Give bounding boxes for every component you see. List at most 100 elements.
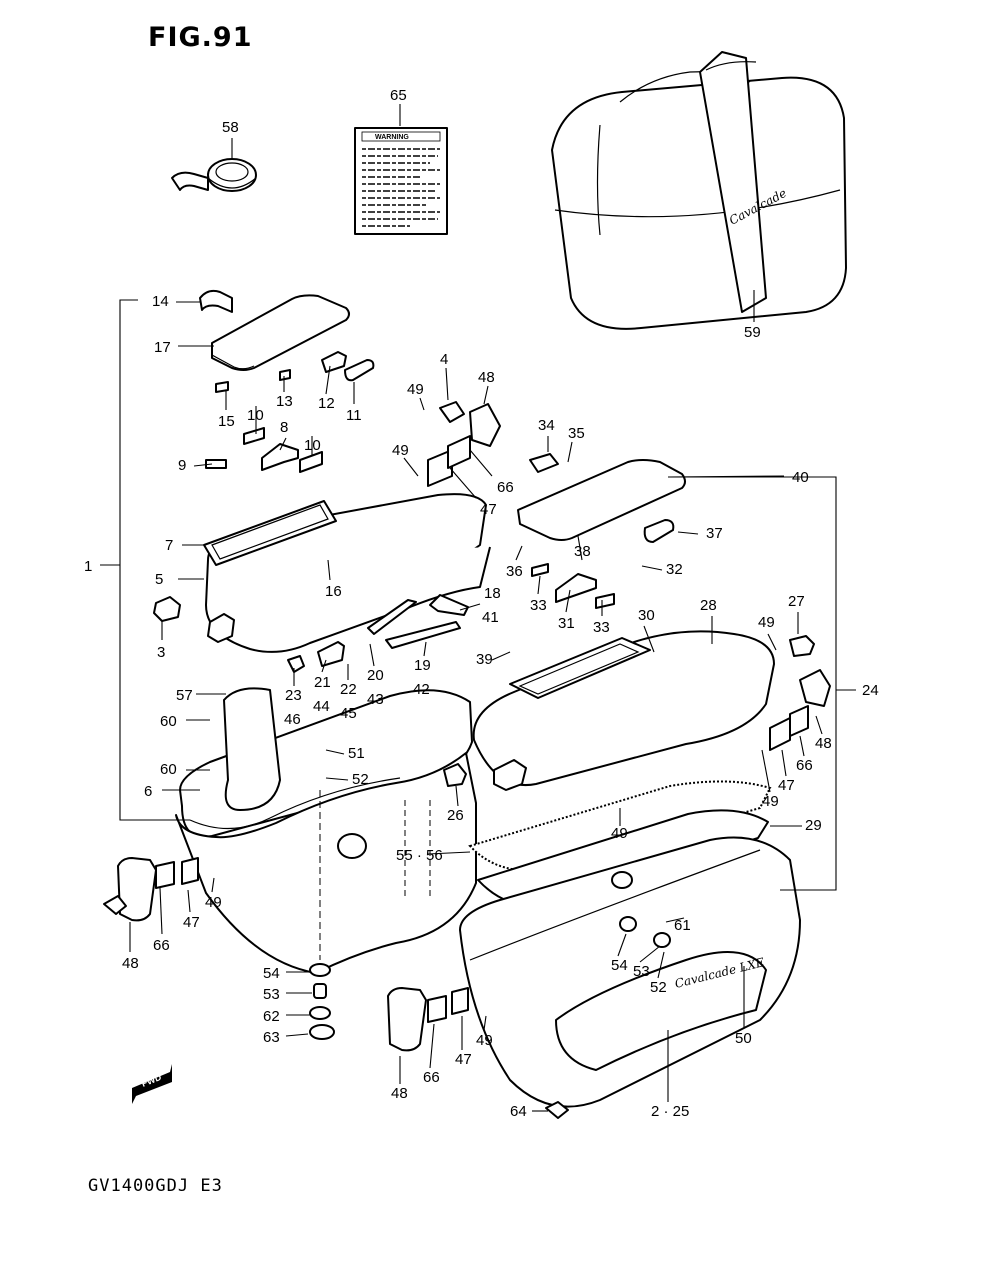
callout-63: 63 xyxy=(263,1029,280,1046)
callout-50: 50 xyxy=(735,1030,752,1047)
callout-65: 65 xyxy=(390,87,407,104)
callout-33a: 33 xyxy=(530,597,547,614)
leader-line xyxy=(285,1033,309,1037)
callout-60a: 60 xyxy=(160,713,177,730)
callout-15: 15 xyxy=(218,413,235,430)
leader-line xyxy=(327,559,331,581)
fwd-arrow: FWD xyxy=(132,1064,172,1104)
part-28-case-upper-right xyxy=(443,630,831,791)
callout-47d: 47 xyxy=(455,1051,472,1068)
callout-48a: 48 xyxy=(478,369,495,386)
callout-52a: 52 xyxy=(352,771,369,788)
callout-32: 32 xyxy=(666,561,683,578)
callout-3: 3 xyxy=(157,644,165,661)
callout-17: 17 xyxy=(154,339,171,356)
callout-60b: 60 xyxy=(160,761,177,778)
part-48-lock-left xyxy=(103,857,199,922)
callout-49c: 49 xyxy=(758,614,775,631)
callout-7: 7 xyxy=(165,537,173,554)
leader-line xyxy=(455,785,459,807)
leader-line xyxy=(369,643,375,667)
callout-31: 31 xyxy=(558,615,575,632)
part-5-case-upper-left xyxy=(153,493,491,653)
leader-line xyxy=(483,1015,487,1031)
leader-line xyxy=(537,575,541,595)
callout-66a: 66 xyxy=(497,479,514,496)
callout-5: 5 xyxy=(155,571,163,588)
leader-line xyxy=(799,735,805,757)
callout-14: 14 xyxy=(152,293,169,310)
part-6-case-lower-left xyxy=(175,687,477,974)
callout-49b: 49 xyxy=(392,442,409,459)
leader-line xyxy=(767,633,777,651)
leader-line xyxy=(617,933,627,957)
callout-10b: 10 xyxy=(304,437,321,454)
callout-48c: 48 xyxy=(122,955,139,972)
leader-line xyxy=(469,449,493,477)
leader-line xyxy=(677,531,699,535)
leader-line xyxy=(445,367,449,401)
leader-line xyxy=(577,535,583,561)
callout-54b: 54 xyxy=(611,957,628,974)
leader-line xyxy=(211,877,215,893)
part-59-luggage-bag: Cavalcade xyxy=(551,51,847,330)
callout-11: 11 xyxy=(346,407,362,424)
leader-line xyxy=(187,889,191,913)
leader-line xyxy=(643,625,655,653)
leader-line xyxy=(567,441,573,463)
callout-23: 23 xyxy=(285,687,302,704)
callout-26: 26 xyxy=(447,807,464,824)
leader-line xyxy=(279,437,287,451)
leader-line xyxy=(761,749,771,793)
callout-20: 20 xyxy=(367,667,384,684)
callout-2-25: 2 · 25 xyxy=(651,1103,689,1120)
callout-4: 4 xyxy=(440,351,448,368)
leader-line xyxy=(325,777,349,781)
callout-33b: 33 xyxy=(593,619,610,636)
leader-line xyxy=(491,651,511,661)
group-bracket-lines xyxy=(100,299,856,1102)
callout-48d: 48 xyxy=(391,1085,408,1102)
part-40-lid-right xyxy=(427,401,686,609)
callout-28: 28 xyxy=(700,597,717,614)
leader-line xyxy=(483,385,489,405)
callout-61: 61 xyxy=(674,917,691,934)
part-65-warning-label: WARNING xyxy=(354,127,448,235)
callout-21: 21 xyxy=(314,674,331,691)
callout-9: 9 xyxy=(178,457,186,474)
leader-line xyxy=(815,715,823,735)
callout-19: 19 xyxy=(414,657,431,674)
callout-35: 35 xyxy=(568,425,585,442)
callout-47b: 47 xyxy=(778,777,795,794)
group-leader-lines xyxy=(129,104,823,1112)
part-8-bracket xyxy=(205,427,323,473)
leader-line xyxy=(321,659,327,673)
callout-49a: 49 xyxy=(407,381,424,398)
callout-27: 27 xyxy=(788,593,805,610)
leader-line xyxy=(565,589,571,613)
callout-47c: 47 xyxy=(183,914,200,931)
leader-line xyxy=(419,397,425,411)
callout-13: 13 xyxy=(276,393,293,410)
callout-46: 46 xyxy=(284,711,301,728)
callout-54a: 54 xyxy=(263,965,280,982)
callout-66b: 66 xyxy=(796,757,813,774)
callout-66c: 66 xyxy=(153,937,170,954)
callout-37: 37 xyxy=(706,525,723,542)
leader-line xyxy=(667,475,785,478)
callout-44: 44 xyxy=(313,698,330,715)
leader-line xyxy=(781,749,787,777)
callout-36: 36 xyxy=(506,563,523,580)
part-58-grommet xyxy=(171,158,257,192)
callout-51: 51 xyxy=(348,745,365,762)
leader-line xyxy=(459,603,481,611)
part-2-case-lower-right: Cavalcade LXE xyxy=(387,836,801,1119)
leader-line xyxy=(449,467,477,499)
callout-49f: 49 xyxy=(205,894,222,911)
callout-66d: 66 xyxy=(423,1069,440,1086)
callout-53a: 53 xyxy=(263,986,280,1003)
callout-45: 45 xyxy=(340,705,357,722)
leader-line xyxy=(423,641,427,657)
figure-title: FIG.91 xyxy=(148,22,253,53)
